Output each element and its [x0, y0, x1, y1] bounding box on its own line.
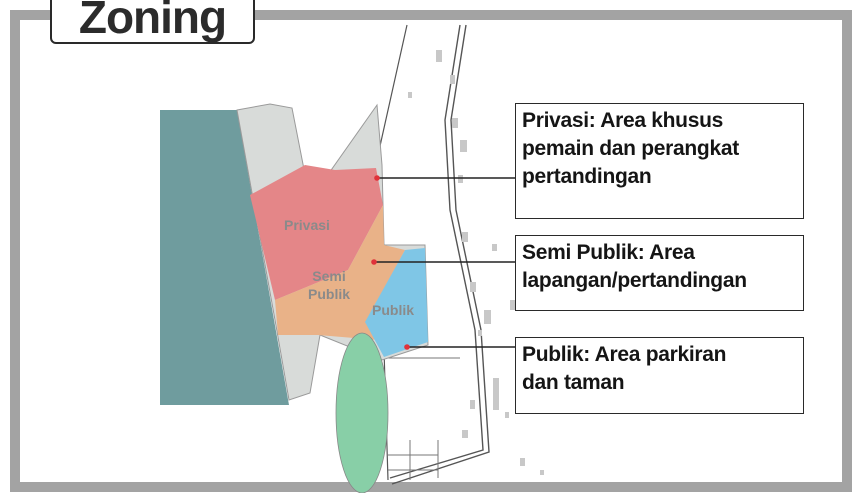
zone-semi-publik — [275, 205, 405, 340]
page-title: Zoning — [78, 0, 227, 43]
green-area — [335, 332, 389, 493]
road-inner-line-right — [391, 24, 490, 485]
parking-lines — [388, 357, 460, 480]
zone-label-semi-publik: Semi Publik — [308, 268, 351, 302]
callout-privasi: Privasi: Area khusus pemain dan perangka… — [515, 103, 804, 219]
scattered-blocks — [408, 50, 544, 475]
leader-lines — [375, 177, 515, 348]
building-block — [160, 110, 289, 405]
title-box: Zoning — [50, 0, 255, 44]
diagram-frame — [10, 10, 852, 492]
callout-publik: Publik: Area parkiran dan taman — [515, 337, 804, 414]
zone-privasi — [250, 165, 383, 300]
zone-label-privasi: Privasi — [284, 217, 330, 233]
zone-label-publik: Publik — [372, 302, 415, 318]
callout-semi-publik: Semi Publik: Area lapangan/pertandingan — [515, 235, 804, 311]
zone-publik — [365, 248, 428, 357]
road-inner-line-left — [389, 24, 484, 479]
leader-dots — [371, 175, 410, 350]
